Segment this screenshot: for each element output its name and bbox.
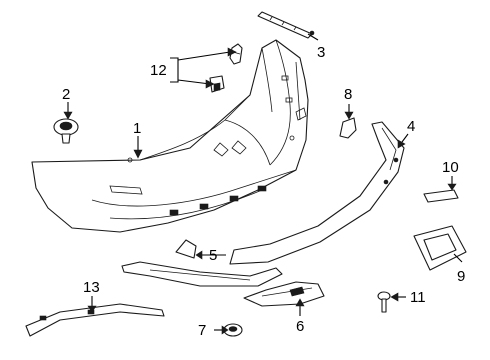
leader-lines xyxy=(63,33,463,335)
callout-6: 6 xyxy=(296,318,304,335)
push-pin-fastener xyxy=(53,118,79,144)
reflector xyxy=(423,189,459,203)
mounting-brackets xyxy=(209,43,243,93)
callout-13: 13 xyxy=(83,279,100,296)
lower-frame xyxy=(413,225,467,271)
callout-11: 11 xyxy=(410,289,426,306)
callout-3: 3 xyxy=(317,44,325,61)
callout-12: 12 xyxy=(150,62,167,79)
callout-8: 8 xyxy=(344,86,352,103)
screw xyxy=(377,291,391,313)
callout-10: 10 xyxy=(442,159,459,176)
callout-2: 2 xyxy=(62,86,70,103)
callout-9: 9 xyxy=(457,268,465,285)
tow-hook-cover xyxy=(175,239,197,259)
callout-1: 1 xyxy=(133,120,141,137)
callout-7: 7 xyxy=(198,322,206,339)
callout-4: 4 xyxy=(407,118,415,135)
lower-valance xyxy=(229,121,405,265)
lower-trim-strip xyxy=(121,261,283,287)
side-bracket xyxy=(339,117,357,139)
upper-bracket-strip xyxy=(257,11,315,39)
reflector-strip xyxy=(25,303,165,337)
callout-5: 5 xyxy=(209,247,217,264)
lower-bracket xyxy=(243,281,325,307)
bumper-cover xyxy=(31,39,309,233)
